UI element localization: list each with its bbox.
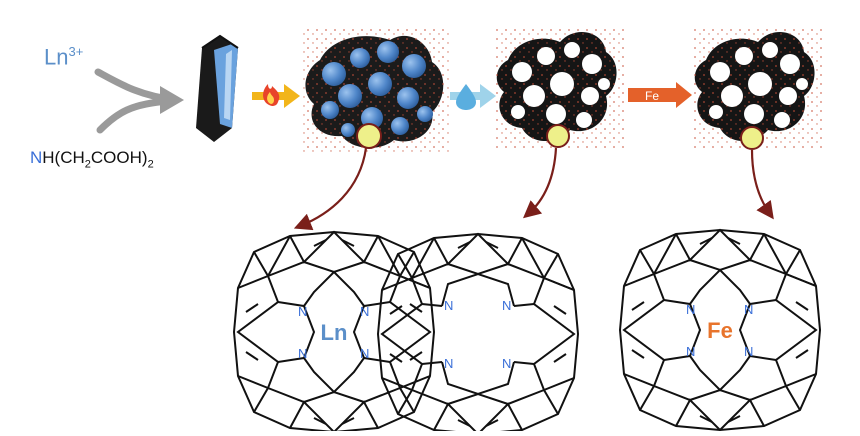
pyrolysis-arrow [252,84,300,108]
structure-fe-n4: N N N N Fe [618,228,822,432]
n-atom: N [298,346,307,361]
n-atom: N [502,298,511,313]
n-atom: N [444,356,453,371]
structure-ln-n4: N N N N Ln [232,230,436,434]
n-atom: N [360,304,369,319]
reagent-merge-arrows [94,68,184,134]
metal-ion-label: Ln3+ [44,44,83,70]
mof-crystal-icon [196,34,239,142]
ligand-formula: NH(CH2COOH)2 [30,148,154,170]
flame-icon [263,84,280,106]
ligand-subscript: 2 [147,158,154,171]
fe-step-label: Fe [645,89,659,103]
ligand-part: H(CH [42,148,85,167]
carbon-with-particles [300,28,450,152]
metal-charge: 3+ [68,44,84,59]
porous-carbon-fe-icon [692,28,824,150]
center-metal-ln: Ln [321,320,348,345]
ligand-subscript: 2 [84,158,91,171]
water-drop-icon [456,84,476,110]
n-atom: N [744,344,753,359]
wash-arrow [450,84,496,110]
magnifier-circle-icon [546,124,570,148]
n-atom: N [686,302,695,317]
n-atom: N [744,302,753,317]
center-metal-fe: Fe [707,318,733,343]
n-atom: N [502,356,511,371]
n-atom: N [686,344,695,359]
n-atom: N [444,298,453,313]
porous-carbon-icon [494,28,626,148]
magnifier-circle-icon [740,126,764,150]
ligand-part: COOH) [90,148,148,167]
n-atom: N [360,346,369,361]
ligand-n-atom: N [30,148,43,167]
magnifier-circle-icon [356,123,382,149]
structure-n4: N N N N [376,232,580,436]
metal-symbol: Ln [44,44,69,70]
zoom-arrows [293,147,774,231]
n-atom: N [298,304,307,319]
fe-doping-arrow: Fe [628,82,692,108]
